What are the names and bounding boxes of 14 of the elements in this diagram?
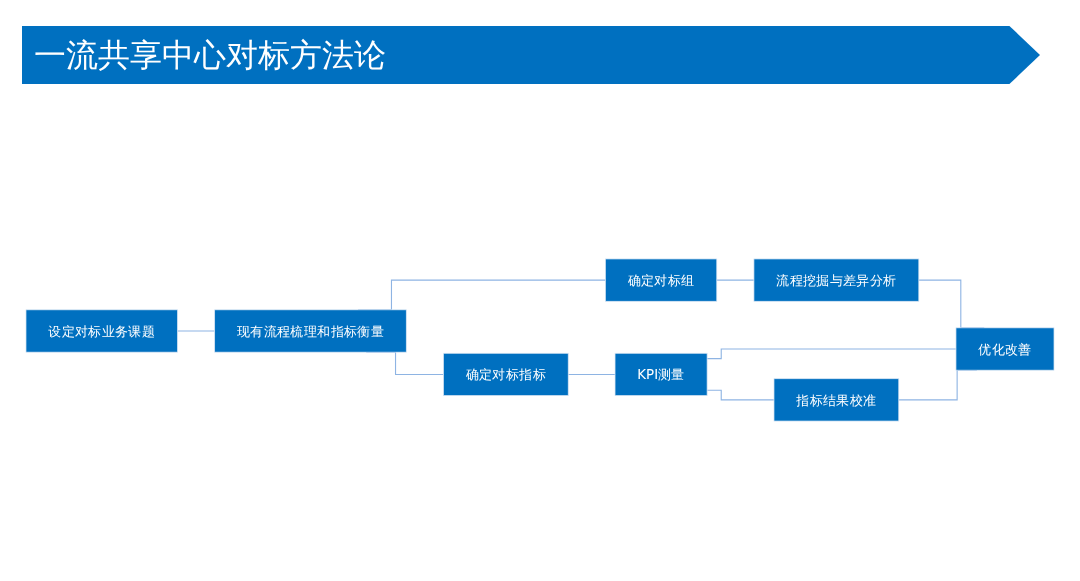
- title-banner: 一流共享中心对标方法论: [22, 26, 1040, 84]
- connector: [176, 330, 216, 332]
- node-box: 现有流程梳理和指标衡量: [214, 309, 407, 353]
- node-box: 流程挖掘与差异分析: [753, 258, 920, 302]
- node-box: 确定对标指标: [443, 352, 569, 396]
- connector: [716, 279, 755, 281]
- connector: [706, 348, 957, 360]
- connector: [567, 373, 616, 375]
- connector: [706, 389, 775, 401]
- node-box: 优化改善: [955, 327, 1055, 371]
- node-box: KPI测量: [614, 352, 708, 396]
- node-box: 设定对标业务课题: [25, 309, 178, 353]
- node-box: 确定对标组: [605, 258, 718, 302]
- node-box: 指标结果校准: [773, 378, 900, 422]
